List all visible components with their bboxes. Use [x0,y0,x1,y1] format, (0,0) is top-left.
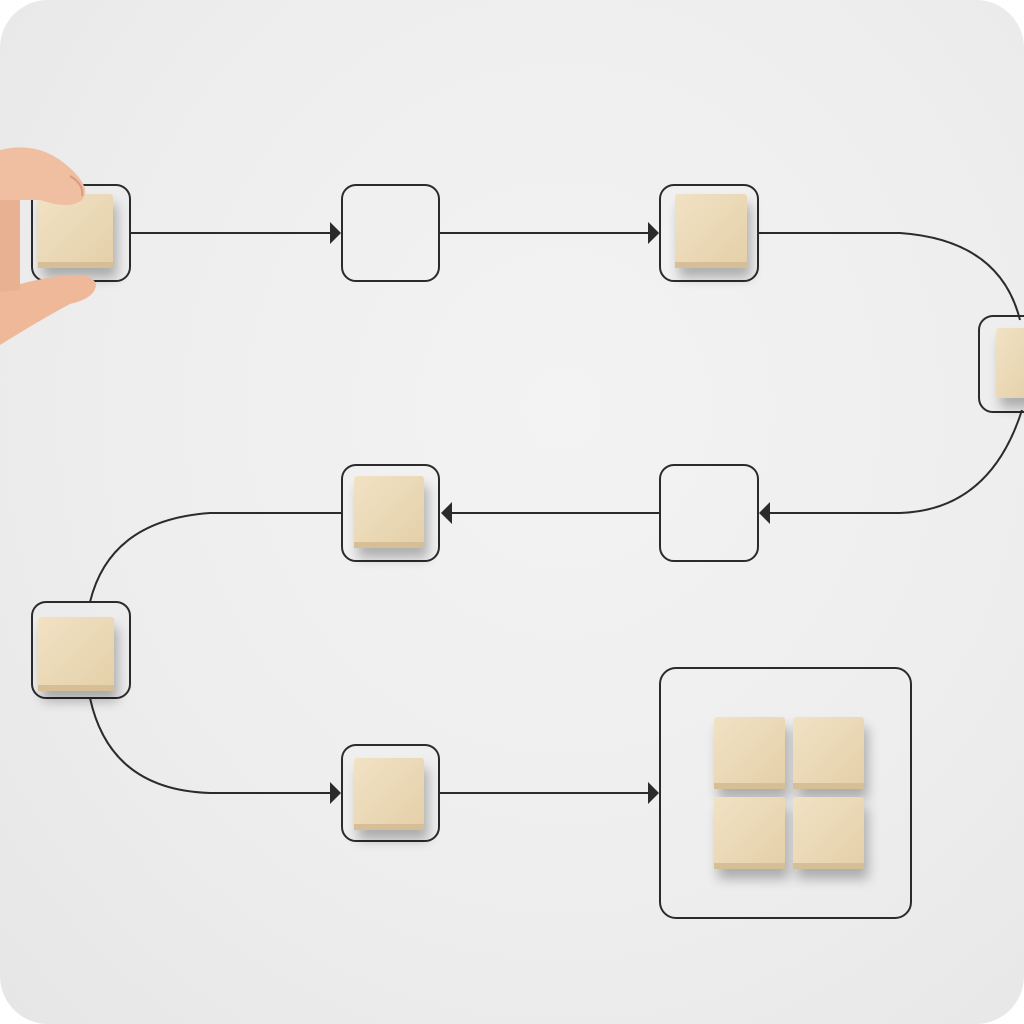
curve-step7-to-step8 [89,697,338,794]
node-step-3 [659,184,759,282]
arrowhead-icon [330,782,341,804]
hand-icon [0,147,96,345]
node-step-2 [341,184,440,282]
curve-step6-to-step7 [89,512,342,603]
flow-nodes [31,184,1024,919]
arrowhead-icon [441,502,452,524]
node-step-4 [978,315,1024,413]
curve-step3-to-step4 [758,232,1021,321]
arrowhead-icon [648,222,659,244]
wooden-blocks [38,194,1024,869]
curve-step4-to-step5 [760,409,1023,514]
node-goal [659,667,912,919]
wood-block [38,194,113,268]
node-step-8 [341,744,440,842]
wood-block [38,617,114,691]
arrowhead-icon [759,502,770,524]
wood-block [675,194,747,268]
wood-block-cluster [714,717,864,869]
arrowhead-icon [648,782,659,804]
arrowhead-icon [330,222,341,244]
wood-block [354,476,424,548]
wood-block [354,758,424,830]
node-step-6 [341,464,440,562]
node-step-5 [659,464,759,562]
flow-connectors [89,222,1023,804]
node-step-7 [31,601,131,699]
wood-block [996,328,1024,398]
